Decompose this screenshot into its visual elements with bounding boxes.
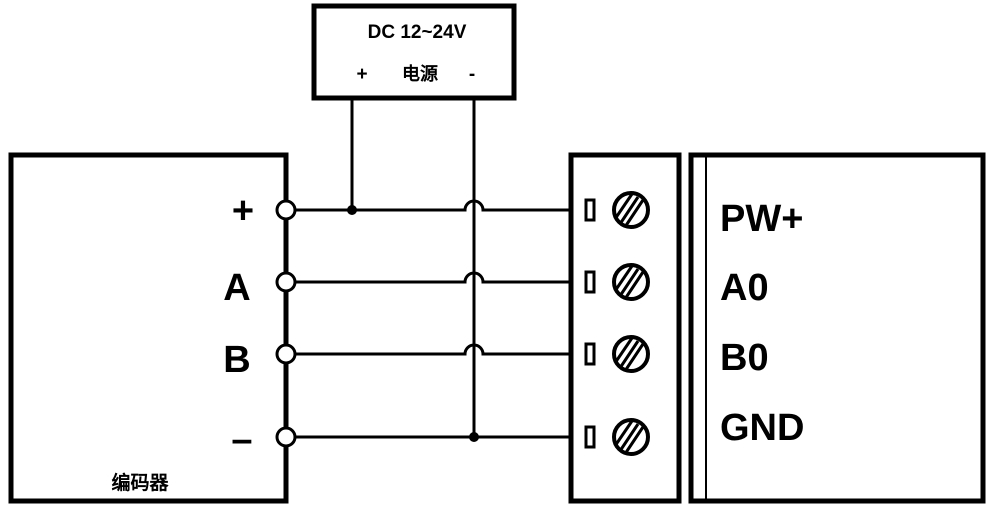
encoder-terminal-a	[275, 271, 297, 293]
wire-slot-icon	[584, 198, 596, 222]
terminal-block	[568, 152, 682, 504]
power-supply-minus-label: -	[469, 64, 475, 85]
module: PW+ A0 B0 GND	[688, 152, 986, 504]
terminal-screw-4	[584, 418, 650, 456]
wire-slot-icon	[584, 342, 596, 366]
encoder-terminal-b	[275, 343, 297, 365]
module-pin-label-a0: A0	[720, 267, 769, 309]
power-supply-voltage-label: DC 12~24V	[368, 22, 467, 43]
junction-dot-minus	[469, 432, 479, 442]
module-pin-label-gnd: GND	[720, 407, 804, 449]
terminal-screw-2	[584, 263, 650, 301]
encoder-terminals	[275, 199, 297, 448]
encoder-box	[8, 152, 289, 504]
wire-a	[296, 271, 586, 284]
power-supply-name-label: 电源	[402, 63, 438, 84]
power-supply-box	[311, 3, 517, 101]
encoder-pin-label-a: A	[223, 267, 250, 309]
power-wires	[350, 98, 476, 437]
encoder-terminal-plus	[275, 199, 297, 221]
encoder-pin-label-minus: –	[231, 419, 252, 461]
encoder-pin-label-b: B	[223, 339, 250, 381]
power-supply: DC 12~24V + 电源 -	[311, 3, 517, 101]
power-supply-plus-label: +	[356, 64, 367, 85]
encoder-pin-label-plus: +	[232, 190, 254, 232]
wire-slot-icon	[584, 270, 596, 294]
wire-pw-plus	[296, 199, 586, 212]
encoder-terminal-minus	[275, 426, 297, 448]
encoder: 编码器 + A B –	[8, 152, 289, 504]
terminal-screw-1	[584, 191, 650, 229]
encoder-name-label: 编码器	[111, 471, 169, 494]
terminal-screw-3	[584, 335, 650, 373]
junction-dot-plus	[347, 205, 357, 215]
wire-slot-icon	[584, 425, 596, 449]
signal-wires	[296, 199, 586, 439]
module-pin-label-b0: B0	[720, 337, 769, 379]
module-box	[688, 152, 986, 504]
module-pin-label-pw: PW+	[720, 198, 803, 240]
wire-b	[296, 343, 586, 356]
